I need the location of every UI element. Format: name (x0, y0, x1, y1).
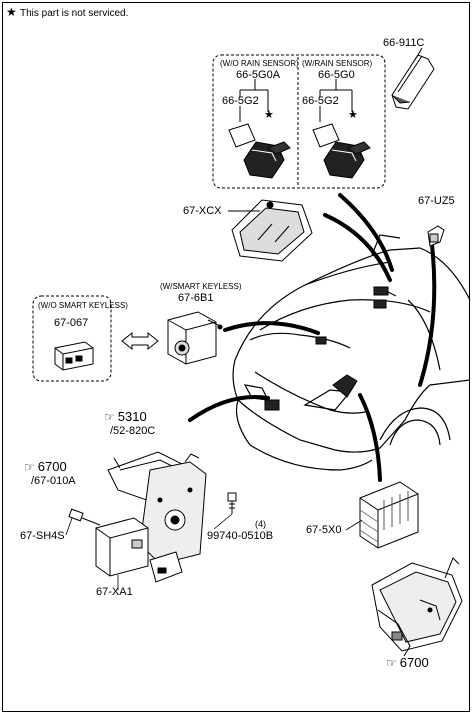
ref-5310[interactable]: ☞ 5310 (104, 409, 147, 425)
label-w-smart-keyless: (W/SMART KEYLESS) (160, 282, 242, 291)
ref-6700-lower[interactable]: ☞ 6700 (386, 655, 429, 671)
ref-6700-upper[interactable]: ☞ 6700 (24, 459, 67, 475)
rain-sensor-w (312, 123, 371, 179)
star-icon: ★ (264, 109, 274, 121)
double-arrow-icon (121, 331, 159, 351)
label-66-5g0: 66-5G0 (318, 69, 355, 81)
label-w-rain-sensor: (W/RAIN SENSOR) (302, 59, 373, 68)
rain-sensor-wo (228, 123, 291, 179)
star-icon: ★ (6, 5, 17, 19)
label-wo-rain-sensor: (W/O RAIN SENSOR) (220, 59, 299, 68)
pointing-hand-icon: ☞ (386, 656, 397, 670)
label-67-6b1: 67-6B1 (178, 292, 214, 304)
label-52-820c: /52-820C (110, 425, 156, 437)
smart-keyless-group-box (32, 295, 112, 382)
leader-6b1 (223, 321, 320, 335)
leader-rain (338, 193, 394, 272)
leader-5x0 (358, 393, 382, 482)
fuse-block-67-5x0 (359, 481, 419, 549)
sensor-cover-66-911c (391, 54, 435, 110)
diagram-frame (2, 2, 470, 712)
label-66-5g2-a: 66-5G2 (222, 95, 259, 107)
rain-sensor-group-box (212, 54, 386, 189)
label-67-xcx: 67-XCX (183, 205, 222, 217)
bracket-67-xcx (231, 199, 313, 262)
part-67-6b1 (167, 311, 223, 365)
bracket-6700-lower (371, 557, 463, 657)
bracket-5310 (107, 451, 207, 583)
pointing-hand-icon: ☞ (104, 410, 115, 424)
label-67-uz5: 67-UZ5 (418, 195, 455, 207)
bolt-99740 (227, 492, 237, 514)
label-6700-b: 6700 (399, 655, 429, 670)
pointing-hand-icon: ☞ (24, 460, 35, 474)
label-99740-0510b: 99740-0510B (207, 530, 274, 542)
label-wo-smart-keyless: (W/O SMART KEYLESS) (38, 301, 128, 310)
label-67-5x0: 67-5X0 (306, 524, 342, 536)
module-67-xa1 (95, 517, 149, 577)
vehicle-outline (232, 234, 471, 471)
label-66-5g2-b: 66-5G2 (302, 95, 339, 107)
leader-5310 (188, 394, 270, 422)
label-66-5g0a: 66-5G0A (236, 69, 281, 81)
label-5310: 5310 (117, 409, 147, 424)
part-67-067 (54, 341, 94, 371)
label-6700-a: 6700 (37, 459, 67, 474)
star-icon: ★ (348, 109, 358, 121)
leader-xcx (323, 213, 392, 282)
label-67-sh4s: 67-SH4S (20, 530, 65, 542)
connector-67-sh4s (68, 508, 101, 526)
service-note: This part is not serviced. (20, 8, 129, 19)
label-qty-4: (4) (255, 519, 266, 529)
leader-uz5 (418, 243, 437, 387)
label-67-067: 67-067 (54, 317, 89, 329)
label-67-xa1: 67-XA1 (96, 586, 133, 598)
car-part-markers (264, 286, 397, 411)
label-66-911c: 66-911C (383, 37, 425, 49)
label-67-010a: /67-010A (31, 475, 76, 487)
sensor-67-uz5 (427, 225, 445, 247)
